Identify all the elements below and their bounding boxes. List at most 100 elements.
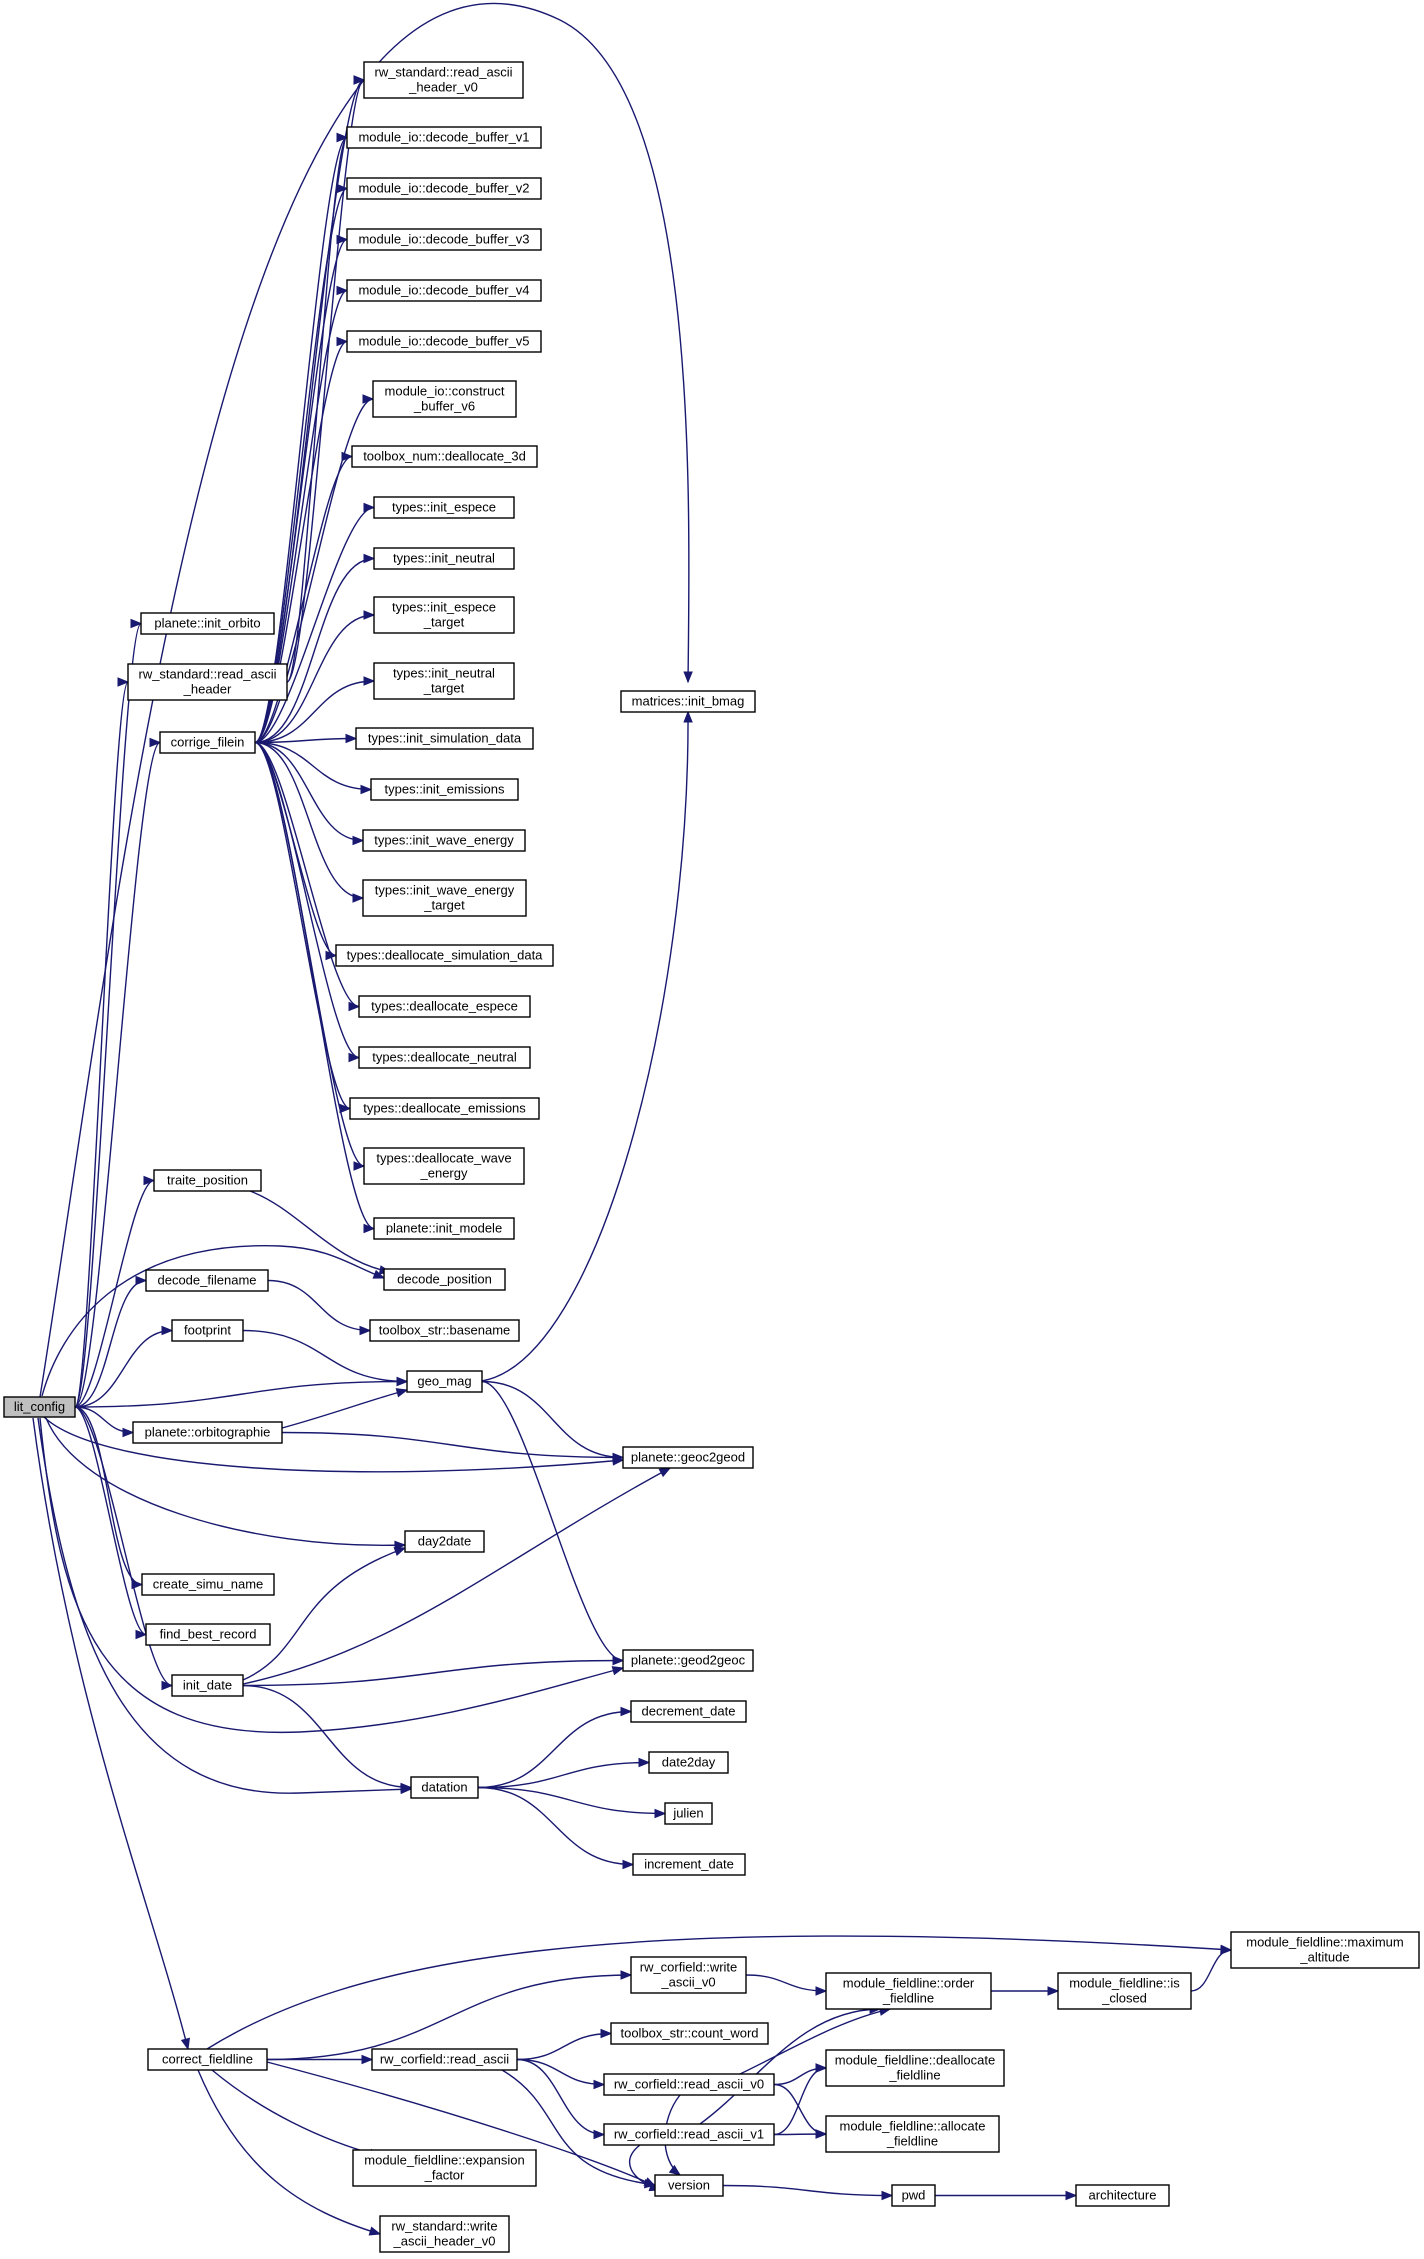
arrowhead bbox=[620, 1706, 633, 1717]
node-decode-buffer-v2[interactable]: module_io::decode_buffer_v2 bbox=[346, 177, 542, 200]
node-init-orbito[interactable]: planete::init_orbito bbox=[140, 612, 275, 635]
node-geod2geoc[interactable]: planete::geod2geoc bbox=[622, 1649, 754, 1672]
node-allocate-fieldline[interactable]: module_fieldline::allocate_fieldline bbox=[825, 2115, 1000, 2153]
edge-corrige_filein-to-decode_buffer_v3 bbox=[254, 234, 349, 744]
node-count-word[interactable]: toolbox_str::count_word bbox=[610, 2022, 769, 2045]
node-geo-mag[interactable]: geo_mag bbox=[406, 1370, 483, 1393]
node-box bbox=[825, 2115, 1000, 2153]
node-decode-buffer-v3[interactable]: module_io::decode_buffer_v3 bbox=[346, 228, 542, 251]
node-box bbox=[373, 596, 515, 634]
node-init-neutral[interactable]: types::init_neutral bbox=[373, 547, 515, 570]
node-decode-buffer-v5[interactable]: module_io::decode_buffer_v5 bbox=[346, 330, 542, 353]
node-julien[interactable]: julien bbox=[664, 1802, 713, 1825]
arrowhead bbox=[336, 183, 349, 194]
node-footprint[interactable]: footprint bbox=[171, 1319, 244, 1342]
edge-init_date-to-geoc2geod bbox=[242, 1467, 672, 1685]
node-cf-read-ascii[interactable]: rw_corfield::read_ascii bbox=[371, 2048, 518, 2071]
node-init-espece[interactable]: types::init_espece bbox=[373, 496, 515, 519]
node-init-simulation-data[interactable]: types::init_simulation_data bbox=[355, 727, 534, 750]
edge-corrige_filein-to-decode_buffer_v2 bbox=[254, 183, 349, 744]
node-read-ascii-v1[interactable]: rw_corfield::read_ascii_v1 bbox=[603, 2123, 775, 2146]
edge-read_ascii_v0-to-allocate_fieldline bbox=[773, 2083, 828, 2139]
edge-lit_config-to-orbitographie bbox=[74, 1406, 135, 1438]
node-order-fieldline[interactable]: module_fieldline::order_fieldline bbox=[825, 1972, 992, 2010]
node-decode-position[interactable]: decode_position bbox=[383, 1268, 506, 1291]
node-init-modele[interactable]: planete::init_modele bbox=[373, 1217, 515, 1240]
node-box bbox=[406, 1370, 483, 1393]
node-day2date[interactable]: day2date bbox=[404, 1530, 485, 1553]
node-init-emissions[interactable]: types::init_emissions bbox=[370, 778, 519, 801]
node-lit-config[interactable]: lit_config bbox=[3, 1396, 76, 1418]
node-datation[interactable]: datation bbox=[410, 1776, 479, 1799]
node-box bbox=[648, 1751, 729, 1774]
node-expansion-factor[interactable]: module_fieldline::expansion_factor bbox=[352, 2149, 537, 2187]
arrowhead bbox=[131, 1579, 144, 1590]
node-init-bmag[interactable]: matrices::init_bmag bbox=[620, 690, 756, 713]
node-correct-fieldline[interactable]: correct_fieldline bbox=[147, 2048, 268, 2071]
node-label: types::deallocate_espece bbox=[371, 999, 518, 1014]
node-deallocate-fieldline[interactable]: module_fieldline::deallocate_fieldline bbox=[825, 2049, 1005, 2087]
node-read-ascii-header-v0[interactable]: rw_standard::read_ascii_header_v0 bbox=[363, 61, 524, 99]
node-is-closed[interactable]: module_fieldline::is_closed bbox=[1057, 1972, 1192, 2010]
node-deallocate-wave-energy[interactable]: types::deallocate_wave_energy bbox=[363, 1147, 525, 1185]
node-box bbox=[1230, 1931, 1420, 1969]
node-traite-position[interactable]: traite_position bbox=[153, 1169, 262, 1192]
node-decode-buffer-v1[interactable]: module_io::decode_buffer_v1 bbox=[346, 126, 542, 149]
node-write-ascii-header-v0[interactable]: rw_standard::write_ascii_header_v0 bbox=[379, 2215, 510, 2253]
node-label: rw_standard::read_ascii bbox=[138, 667, 276, 682]
arrowhead bbox=[161, 1325, 174, 1336]
node-date2day[interactable]: date2day bbox=[648, 1751, 729, 1774]
node-box bbox=[891, 2184, 936, 2207]
node-init-wave-energy[interactable]: types::init_wave_energy bbox=[362, 829, 526, 852]
node-create-simu-name[interactable]: create_simu_name bbox=[141, 1573, 275, 1596]
node-box bbox=[141, 1573, 275, 1596]
node-box bbox=[335, 944, 554, 967]
node-init-neutral-target[interactable]: types::init_neutral_target bbox=[373, 662, 515, 700]
node-box bbox=[355, 727, 534, 750]
node-decrement-date[interactable]: decrement_date bbox=[630, 1700, 747, 1723]
node-init-espece-target[interactable]: types::init_espece_target bbox=[373, 596, 515, 634]
node-corrige-filein[interactable]: corrige_filein bbox=[159, 731, 256, 754]
node-read-ascii-v0[interactable]: rw_corfield::read_ascii_v0 bbox=[603, 2073, 775, 2096]
node-deallocate-emissions[interactable]: types::deallocate_emissions bbox=[349, 1097, 540, 1120]
arrowhead bbox=[161, 1680, 174, 1691]
arrowhead bbox=[359, 1325, 372, 1336]
node-maximum-altitude[interactable]: module_fieldline::maximum_altitude bbox=[1230, 1931, 1420, 1969]
node-deallocate-espece[interactable]: types::deallocate_espece bbox=[358, 995, 531, 1018]
node-deallocate-simulation-data[interactable]: types::deallocate_simulation_data bbox=[335, 944, 554, 967]
node-label: module_io::decode_buffer_v2 bbox=[358, 181, 529, 196]
node-orbitographie[interactable]: planete::orbitographie bbox=[132, 1421, 283, 1444]
node-basename[interactable]: toolbox_str::basename bbox=[369, 1319, 520, 1342]
node-init-wave-energy-target[interactable]: types::init_wave_energy_target bbox=[362, 879, 527, 917]
node-box bbox=[171, 1319, 244, 1342]
edge-cf_read_ascii-to-read_ascii_v1 bbox=[516, 2058, 606, 2140]
node-architecture[interactable]: architecture bbox=[1075, 2184, 1170, 2207]
edge-corrige_filein-to-deallocate_espece bbox=[254, 741, 361, 1012]
node-construct-buffer-v6[interactable]: module_io::construct_buffer_v6 bbox=[372, 380, 517, 418]
node-write-ascii-v0[interactable]: rw_corfield::write_ascii_v0 bbox=[630, 1956, 747, 1994]
node-label: architecture bbox=[1089, 2188, 1157, 2203]
node-deallocate-3d[interactable]: toolbox_num::deallocate_3d bbox=[351, 445, 538, 468]
node-decode-filename[interactable]: decode_filename bbox=[145, 1269, 269, 1292]
node-init-date[interactable]: init_date bbox=[171, 1674, 244, 1697]
edge-orbitographie-to-geo_mag bbox=[281, 1388, 409, 1429]
edge-decode_filename-to-basename bbox=[267, 1279, 372, 1336]
node-label: decrement_date bbox=[642, 1704, 736, 1719]
node-label: version bbox=[668, 2178, 710, 2193]
node-read-ascii-header[interactable]: rw_standard::read_ascii_header bbox=[127, 663, 288, 701]
node-decode-buffer-v4[interactable]: module_io::decode_buffer_v4 bbox=[346, 279, 542, 302]
node-box bbox=[3, 1396, 76, 1418]
edge-lit_config-to-geo_mag bbox=[74, 1376, 409, 1408]
edge-init_date-to-day2date bbox=[242, 1547, 407, 1681]
arrowhead bbox=[815, 2129, 828, 2139]
node-deallocate-neutral[interactable]: types::deallocate_neutral bbox=[358, 1046, 531, 1069]
node-version[interactable]: version bbox=[654, 2174, 724, 2197]
node-find-best-record[interactable]: find_best_record bbox=[145, 1623, 271, 1646]
node-pwd[interactable]: pwd bbox=[891, 2184, 936, 2207]
node-increment-date[interactable]: increment_date bbox=[632, 1853, 746, 1876]
edge-read_ascii_v1-to-allocate_fieldline bbox=[773, 2129, 828, 2139]
node-label: types::init_emissions bbox=[385, 782, 505, 797]
node-label: _ascii_v0 bbox=[660, 1975, 715, 1990]
node-geoc2geod[interactable]: planete::geoc2geod bbox=[622, 1446, 754, 1469]
arrowhead bbox=[353, 1161, 366, 1171]
